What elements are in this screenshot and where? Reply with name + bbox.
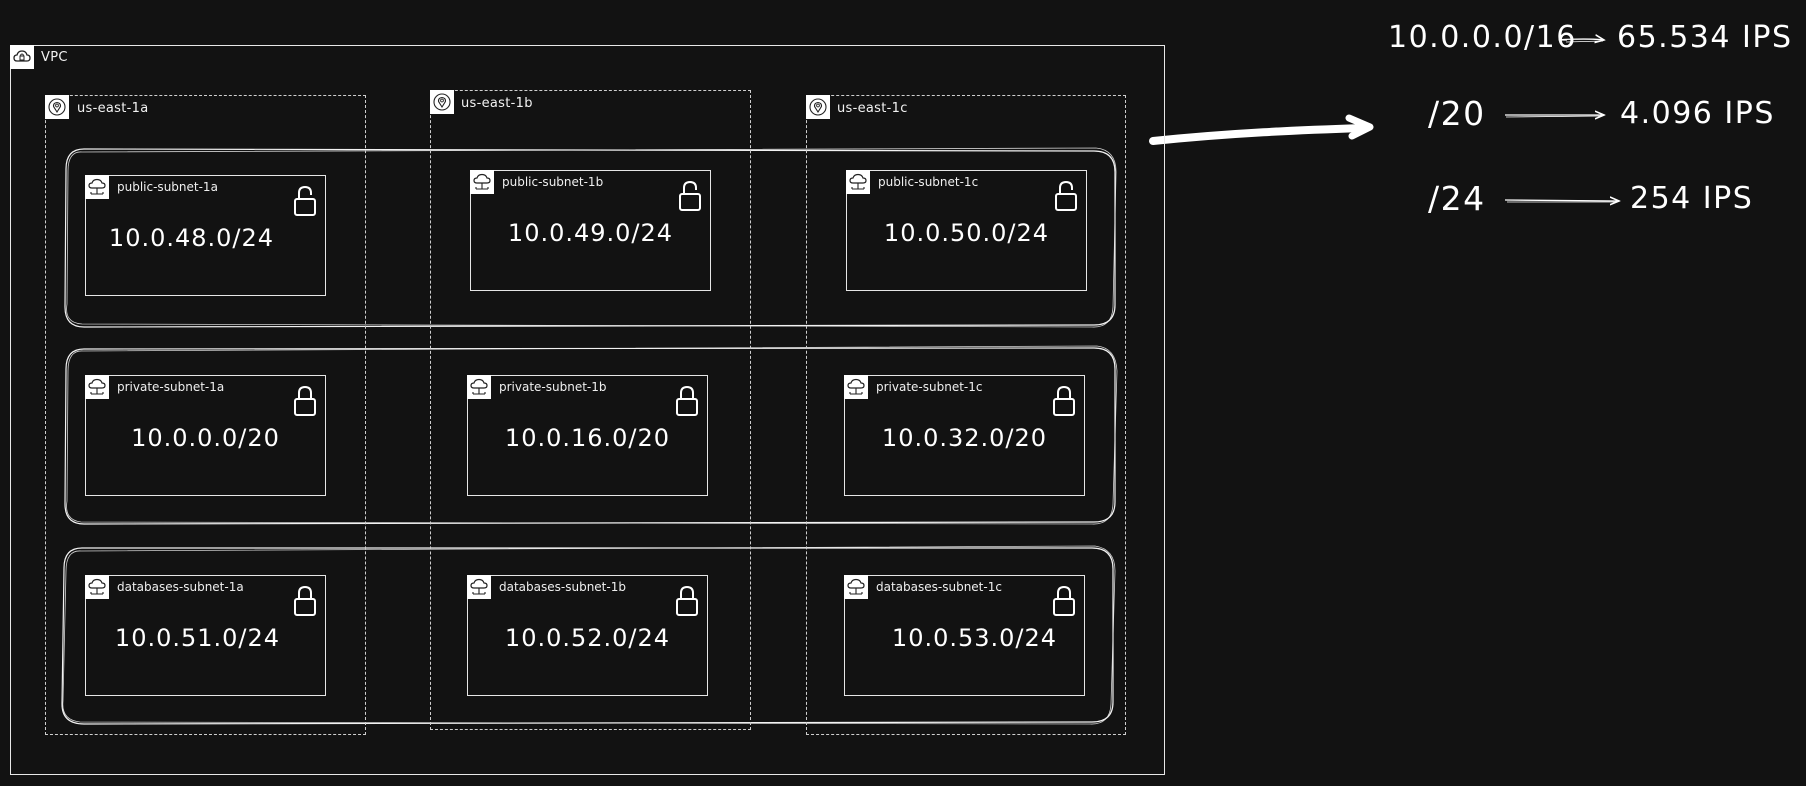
subnet-card: databases-subnet-1b 10.0.52.0/24: [467, 575, 708, 696]
subnet-name: private-subnet-1a: [117, 380, 225, 394]
lock-closed-icon: [1053, 585, 1075, 616]
legend-arrow-16: [1558, 39, 1604, 40]
lock-closed-icon: [294, 585, 316, 616]
cloud-network-icon: [85, 375, 109, 399]
subnet-name: databases-subnet-1c: [876, 580, 1002, 594]
subnet-cidr: 10.0.0.0/20: [131, 424, 280, 452]
subnet-name: private-subnet-1c: [876, 380, 983, 394]
lock-closed-icon: [1053, 385, 1075, 416]
lock-closed-icon: [676, 585, 698, 616]
cloud-network-icon: [85, 175, 109, 199]
legend-ips: 65.534 IPS: [1617, 20, 1793, 55]
subnet-cidr: 10.0.32.0/20: [881, 424, 1048, 452]
cloud-lock-icon: [10, 45, 34, 69]
az-us-east-1c: [806, 95, 1126, 735]
lock-closed-icon: [294, 385, 316, 416]
subnet-cidr: 10.0.48.0/24: [108, 224, 275, 252]
az-us-east-1a: [45, 95, 366, 735]
subnet-name: public-subnet-1c: [878, 175, 979, 189]
vpc-container: [10, 45, 1165, 775]
cloud-network-icon: [467, 375, 491, 399]
location-pin-icon: [430, 90, 454, 114]
subnet-card: private-subnet-1c 10.0.32.0/20: [844, 375, 1085, 496]
subnet-card: public-subnet-1a 10.0.48.0/24: [85, 175, 326, 296]
subnet-cidr: 10.0.53.0/24: [891, 624, 1058, 652]
cloud-network-icon: [467, 575, 491, 599]
lock-open-icon: [294, 185, 316, 216]
legend-ips: 4.096 IPS: [1620, 96, 1775, 131]
vpc-to-legend-arrow: [1149, 124, 1369, 145]
cloud-network-icon: [844, 375, 868, 399]
lock-open-icon: [1055, 180, 1077, 211]
location-pin-icon: [45, 95, 69, 119]
subnet-name: databases-subnet-1a: [117, 580, 244, 594]
subnet-cidr: 10.0.49.0/24: [507, 219, 674, 247]
subnet-cidr: 10.0.50.0/24: [883, 219, 1050, 247]
private-tier-group: [64, 345, 1118, 525]
az-label: us-east-1a: [77, 101, 149, 116]
subnet-card: databases-subnet-1a 10.0.51.0/24: [85, 575, 326, 696]
subnet-name: private-subnet-1b: [499, 380, 607, 394]
subnet-name: public-subnet-1b: [502, 175, 604, 189]
legend-prefix: 10.0.0.0/16: [1388, 20, 1577, 55]
vpc-label: VPC: [41, 50, 68, 65]
cloud-network-icon: [470, 170, 494, 194]
location-pin-icon: [806, 95, 830, 119]
legend-prefix: /20: [1428, 94, 1486, 133]
cloud-network-icon: [846, 170, 870, 194]
databases-tier-group: [61, 545, 1116, 725]
subnet-card: databases-subnet-1c 10.0.53.0/24: [844, 575, 1085, 696]
az-label: us-east-1c: [837, 101, 908, 116]
subnet-cidr: 10.0.16.0/20: [504, 424, 671, 452]
cloud-network-icon: [844, 575, 868, 599]
cloud-network-icon: [85, 575, 109, 599]
subnet-card: private-subnet-1b 10.0.16.0/20: [467, 375, 708, 496]
subnet-card: public-subnet-1b 10.0.49.0/24: [470, 170, 711, 291]
public-tier-group: [64, 147, 1117, 328]
az-label: us-east-1b: [461, 96, 533, 111]
subnet-name: public-subnet-1a: [117, 180, 218, 194]
legend-ips: 254 IPS: [1630, 181, 1754, 216]
az-us-east-1b: [430, 90, 751, 730]
lock-open-icon: [679, 180, 701, 211]
subnet-card: private-subnet-1a 10.0.0.0/20: [85, 375, 326, 496]
legend-prefix: /24: [1428, 179, 1486, 218]
subnet-cidr: 10.0.52.0/24: [504, 624, 671, 652]
subnet-cidr: 10.0.51.0/24: [114, 624, 281, 652]
subnet-card: public-subnet-1c 10.0.50.0/24: [846, 170, 1087, 291]
legend-arrow-24: [1504, 200, 1619, 201]
lock-closed-icon: [676, 385, 698, 416]
subnet-name: databases-subnet-1b: [499, 580, 626, 594]
